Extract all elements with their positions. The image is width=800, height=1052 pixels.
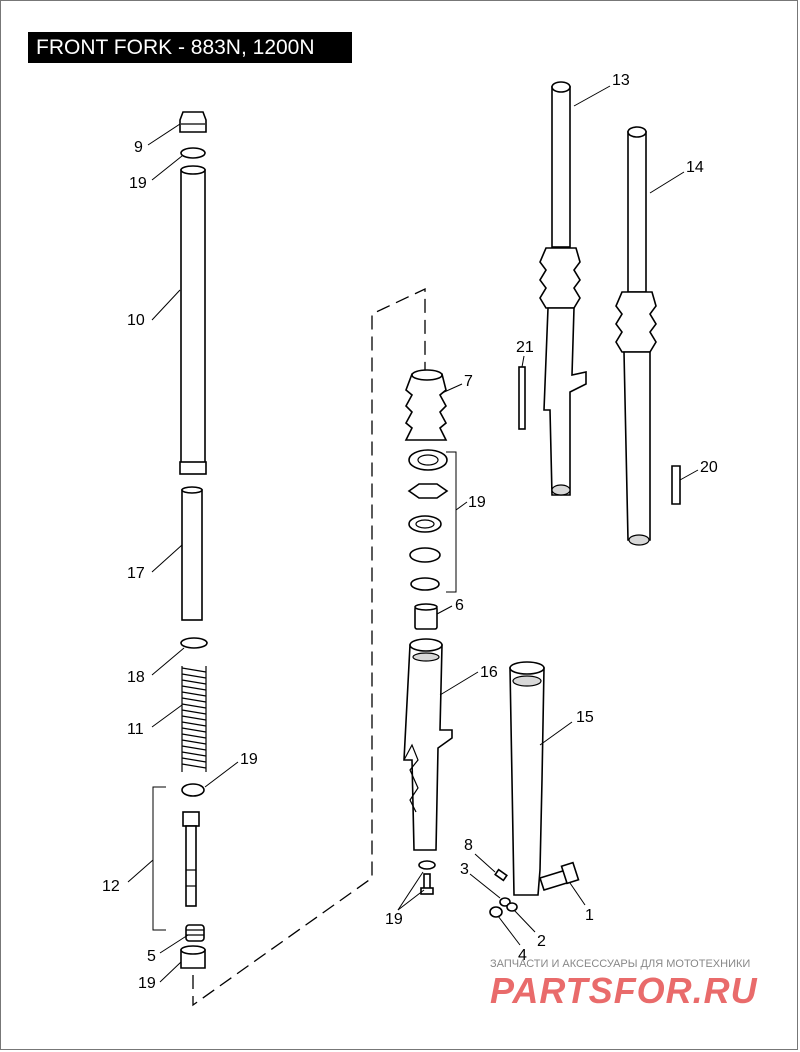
callout-21: 21: [516, 339, 534, 356]
fork-slider-part-15[interactable]: [509, 661, 545, 896]
fork-boot-part-7[interactable]: [404, 369, 448, 441]
leader-lines-left: [127, 123, 239, 983]
o-ring-part-19[interactable]: [180, 147, 206, 159]
assembly-dashed-line: [192, 287, 426, 1007]
damper-rod-part-12[interactable]: [182, 811, 200, 907]
callout-8: 8: [464, 837, 473, 854]
callout-19-ring: 19: [240, 751, 258, 768]
callout-19-collar: 19: [138, 975, 156, 992]
seal-kit-part-19[interactable]: [407, 449, 449, 591]
fork-assembly-part-14[interactable]: [615, 126, 657, 546]
drain-screw-part-19[interactable]: [420, 873, 434, 895]
page-title: FRONT FORK - 883N, 1200N: [28, 32, 352, 63]
watermark-subtitle: ЗАПЧАСТИ И АКСЕССУАРЫ ДЛЯ МОТОТЕХНИКИ: [490, 958, 751, 970]
callout-19-seals: 19: [468, 494, 486, 511]
lockwasher-part-2[interactable]: [506, 902, 518, 912]
callout-18: 18: [127, 669, 145, 686]
fork-slider-part-16[interactable]: [403, 638, 453, 851]
callout-5: 5: [147, 948, 156, 965]
callout-6: 6: [455, 597, 464, 614]
reflector-part-21[interactable]: [518, 366, 526, 430]
callout-10: 10: [127, 312, 145, 329]
leader-lines-right: [397, 85, 699, 946]
fork-spring-part-11[interactable]: [181, 666, 207, 774]
callout-15: 15: [576, 709, 594, 726]
nut-part-4[interactable]: [489, 906, 503, 918]
callout-9: 9: [134, 139, 143, 156]
callout-19-drain: 19: [385, 911, 403, 928]
bracket-part-12: [152, 786, 166, 931]
callout-3: 3: [460, 861, 469, 878]
rebound-spring-part-5[interactable]: [185, 924, 205, 942]
ring-part-19-lower[interactable]: [181, 783, 205, 797]
callout-14: 14: [686, 159, 704, 176]
callout-4: 4: [518, 947, 527, 964]
callout-20: 20: [700, 459, 718, 476]
callout-11: 11: [127, 721, 144, 738]
pinch-bolt-part-1[interactable]: [538, 861, 580, 891]
washer-part-19-mid[interactable]: [418, 860, 436, 870]
callout-19-cap: 19: [129, 175, 147, 192]
callout-2: 2: [537, 933, 546, 950]
reflector-part-20[interactable]: [671, 465, 681, 505]
callout-16: 16: [480, 664, 498, 681]
callout-1: 1: [585, 907, 594, 924]
spacer-tube-part-17[interactable]: [181, 486, 203, 621]
watermark-logo: PARTSFOR.RU: [490, 970, 758, 1011]
bracket-part-19: [446, 451, 457, 593]
collar-part-19[interactable]: [180, 945, 206, 969]
callout-13: 13: [612, 72, 630, 89]
fork-tube-part-10[interactable]: [179, 165, 207, 475]
callout-7: 7: [464, 373, 473, 390]
fork-assembly-part-13[interactable]: [539, 81, 587, 496]
callout-12: 12: [102, 878, 120, 895]
callout-17: 17: [127, 565, 145, 582]
bleed-screw-part-8[interactable]: [494, 868, 508, 882]
bushing-part-6[interactable]: [414, 603, 438, 630]
fork-cap-part-9[interactable]: [179, 111, 207, 133]
washer-part-18[interactable]: [180, 637, 208, 649]
